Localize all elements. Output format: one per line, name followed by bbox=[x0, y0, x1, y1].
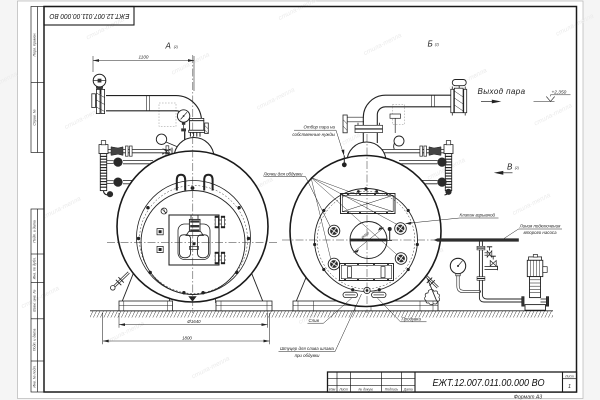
svg-text:А: А bbox=[165, 42, 171, 51]
svg-text:Перв. примен.: Перв. примен. bbox=[32, 33, 36, 57]
svg-text:(2): (2) bbox=[515, 166, 519, 170]
svg-text:Клапан взрывной: Клапан взрывной bbox=[460, 213, 496, 218]
svg-text:Дата: Дата bbox=[403, 387, 413, 391]
svg-text:ЕЖТ.12.007.011.00.000 ВО: ЕЖТ.12.007.011.00.000 ВО bbox=[433, 378, 545, 389]
svg-text:Лист: Лист bbox=[564, 374, 574, 378]
svg-text:(2): (2) bbox=[174, 45, 178, 49]
svg-text:Б: Б bbox=[428, 39, 433, 48]
svg-text:Формат А3: Формат А3 bbox=[514, 395, 542, 400]
svg-text:Выход пара: Выход пара bbox=[478, 87, 526, 96]
svg-text:Ø1640: Ø1640 bbox=[186, 319, 201, 324]
svg-text:Отбор пара на: Отбор пара на bbox=[304, 125, 336, 130]
svg-text:Изм: Изм bbox=[329, 387, 336, 391]
svg-text:при обдувки: при обдувки bbox=[295, 353, 320, 358]
svg-text:1100: 1100 bbox=[139, 55, 149, 60]
svg-text:Линия подключения: Линия подключения bbox=[519, 224, 561, 229]
svg-text:Слив: Слив bbox=[309, 318, 320, 323]
svg-text:+2,350: +2,350 bbox=[552, 90, 567, 96]
svg-text:1800: 1800 bbox=[182, 336, 192, 341]
svg-text:Штуцер для слива шлама: Штуцер для слива шлама bbox=[280, 346, 334, 351]
svg-text:Подпись: Подпись bbox=[385, 387, 399, 391]
svg-text:Продувка: Продувка bbox=[402, 316, 422, 321]
svg-text:Подп. и дата: Подп. и дата bbox=[32, 329, 36, 352]
svg-text:(2): (2) bbox=[435, 43, 439, 47]
svg-text:Справ. №: Справ. № bbox=[32, 109, 36, 125]
svg-text:№ докум.: № докум. bbox=[359, 387, 374, 391]
svg-text:собственные нужды: собственные нужды bbox=[292, 132, 335, 137]
svg-text:Взам. инв. №: Взам. инв. № bbox=[32, 289, 36, 311]
svg-text:1: 1 bbox=[568, 384, 571, 390]
svg-text:второго насоса: второго насоса bbox=[523, 230, 557, 235]
svg-text:Лист: Лист bbox=[338, 387, 348, 391]
svg-text:Инв. № дубл.: Инв. № дубл. bbox=[32, 257, 36, 279]
svg-text:ЕЖТ.12.007.011.00.000 ВО: ЕЖТ.12.007.011.00.000 ВО bbox=[49, 12, 130, 19]
svg-text:В: В bbox=[507, 163, 513, 172]
svg-text:Лючки для обдувки: Лючки для обдувки bbox=[263, 171, 303, 176]
svg-text:Ø450: Ø450 bbox=[360, 231, 370, 240]
svg-text:Инв. № подл.: Инв. № подл. bbox=[32, 365, 36, 387]
svg-text:Подп. и дата: Подп. и дата bbox=[32, 220, 36, 243]
